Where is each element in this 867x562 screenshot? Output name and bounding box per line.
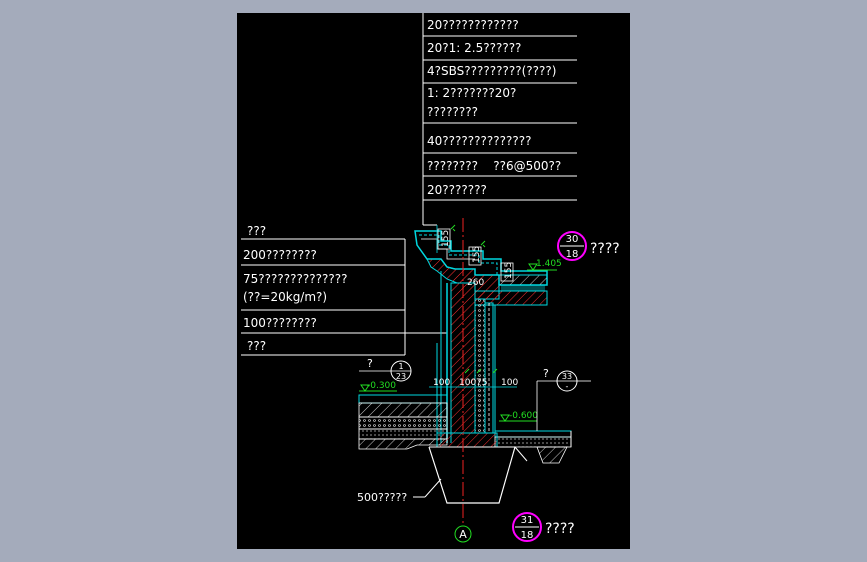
- wall-layer-4: (??=20kg/m?): [243, 290, 327, 304]
- wall-layer-6: ???: [247, 339, 266, 353]
- ground-section: 500?????: [357, 394, 572, 504]
- detail-ref-31[interactable]: 31 18 ????: [512, 512, 575, 542]
- ref-33-top: 33: [562, 372, 572, 381]
- level-top: 1.405: [536, 259, 562, 269]
- ref-1-top: 1: [398, 362, 403, 371]
- roof-layer-2: 20?1: 2.5??????: [427, 41, 521, 55]
- wall-layer-callout: ??? 200???????? 75?????????????? (??=20k…: [241, 224, 447, 356]
- dim-100-left: 100: [433, 378, 450, 388]
- detail-ref-33[interactable]: 33 - ?: [536, 367, 591, 431]
- ref-30-top: 30: [566, 234, 579, 245]
- dim-100-mid: 100: [459, 378, 476, 388]
- roof-layer-4: 1: 2???????20?: [427, 86, 516, 100]
- ref-33-bottom: -: [566, 382, 569, 391]
- level-marks: 1.405 -0.300 -0.600: [359, 259, 562, 422]
- detail-drawing: 20???????????? 20?1: 2.5?????? 4?SBS????…: [241, 13, 620, 543]
- axis-label: A: [459, 528, 467, 541]
- roof-layer-8: 20???????: [427, 183, 487, 197]
- ref-31-bottom: 18: [521, 530, 534, 541]
- roof-layer-6: 40??????????????: [427, 134, 531, 148]
- level-right: -0.600: [509, 411, 538, 421]
- dim-100-right: 100: [501, 378, 518, 388]
- dim-260: 260: [467, 278, 484, 288]
- wall-layer-2: 200????????: [243, 248, 317, 262]
- roof-layer-1: 20????????????: [427, 18, 519, 32]
- ref-31-label: ????: [545, 521, 575, 537]
- wall-layer-3: 75??????????????: [243, 272, 347, 286]
- ref-30-label: ????: [590, 241, 620, 257]
- ref-30-bottom: 18: [566, 249, 579, 260]
- detail-ref-1-23[interactable]: 1 23 ?: [359, 357, 412, 382]
- ref-1-prefix: ?: [367, 357, 373, 370]
- wall-layer-5: 100????????: [243, 316, 317, 330]
- level-left: -0.300: [367, 381, 396, 391]
- roof-layer-7: ???????? ??6@500??: [427, 159, 561, 173]
- roof-layer-callout: 20???????????? 20?1: 2.5?????? 4?SBS????…: [422, 13, 577, 226]
- parapet-section: [414, 230, 548, 306]
- dim-155-a: 155: [441, 230, 451, 247]
- trench-label: 500?????: [357, 491, 407, 504]
- ref-31-top: 31: [521, 515, 534, 526]
- ref-33-prefix: ?: [543, 367, 549, 380]
- drawing-sheet: 20???????????? 20?1: 2.5?????? 4?SBS????…: [237, 13, 630, 549]
- roof-layer-3: 4?SBS?????????(????): [427, 64, 556, 78]
- axis-a: A: [454, 218, 472, 543]
- wall-layer-1: ???: [247, 224, 266, 238]
- dim-75: 75: [476, 378, 487, 388]
- dimensions: 155 155 155 260 100 100 75 100: [429, 224, 518, 388]
- dim-155-b: 155: [472, 246, 482, 263]
- roof-layer-5: ????????: [427, 105, 478, 119]
- ref-1-bottom: 23: [396, 372, 406, 381]
- detail-ref-30[interactable]: 30 18 ????: [557, 231, 620, 261]
- dim-155-c: 155: [504, 262, 514, 279]
